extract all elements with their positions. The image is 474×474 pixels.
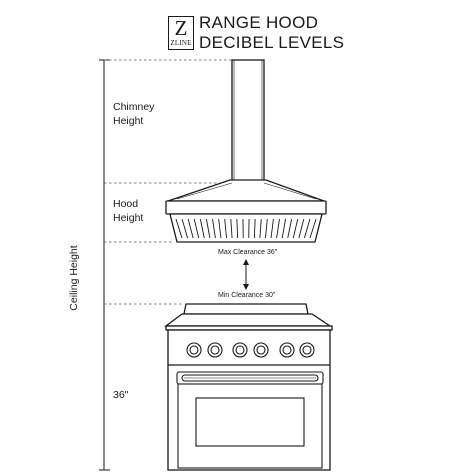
oven-door (176, 371, 324, 469)
vent-slat (212, 218, 216, 239)
vent-slat (187, 218, 194, 239)
chimney (231, 59, 265, 183)
vent-slat (270, 218, 274, 239)
ceiling-height-rail (99, 59, 110, 471)
vent-slat (304, 218, 311, 239)
reference-lines (104, 59, 232, 305)
control-knobs (186, 342, 315, 358)
knob-center (256, 345, 266, 355)
clearance-arrow (243, 259, 249, 290)
vent-slat (193, 218, 200, 239)
vent-slat (175, 218, 183, 239)
vent-slat (265, 218, 268, 239)
knob-center (189, 345, 199, 355)
vent-slat (199, 218, 205, 239)
logo-letter: Z (174, 16, 188, 40)
hood-label-line2: Height (113, 212, 144, 224)
min-clearance-label: Min Clearance 30" (218, 292, 276, 299)
vent-slat (205, 218, 211, 239)
hood-canopy (165, 179, 327, 243)
chimney-height-label: Chimney Height (113, 100, 154, 128)
vent-slat (259, 218, 262, 239)
title-line-2: DECIBEL LEVELS (199, 33, 345, 52)
knob-center (282, 345, 292, 355)
vent-slat (181, 218, 188, 239)
knob-center (235, 345, 245, 355)
hood-label-line1: Hood (113, 198, 139, 210)
vent-slat (309, 218, 317, 239)
chimney-label-line2: Height (113, 115, 144, 127)
max-clearance-label: Max Clearance 36" (218, 249, 278, 256)
vent-slat (298, 218, 305, 239)
hood-height-label: Hood Height (113, 197, 143, 225)
counter-height-label: 36" (113, 389, 129, 401)
vent-slat (230, 218, 233, 239)
hood-vents (175, 218, 317, 239)
vent-slat (292, 218, 299, 239)
vent-slat (218, 218, 222, 239)
vent-slat (236, 218, 239, 239)
vent-slat (281, 218, 287, 239)
vent-slat (287, 218, 293, 239)
knob-center (302, 345, 312, 355)
vent-slat (276, 218, 280, 239)
range-cooktop (164, 303, 333, 331)
zline-logo: Z ZLINE (168, 16, 194, 50)
vent-slat (224, 218, 227, 239)
title-line-1: RANGE HOOD (199, 13, 319, 32)
chimney-label-line1: Chimney (113, 101, 155, 113)
logo-word: ZLINE (170, 39, 192, 47)
knob-center (210, 345, 220, 355)
ceiling-height-label: Ceiling Height (68, 245, 80, 311)
vent-slat (253, 218, 256, 239)
